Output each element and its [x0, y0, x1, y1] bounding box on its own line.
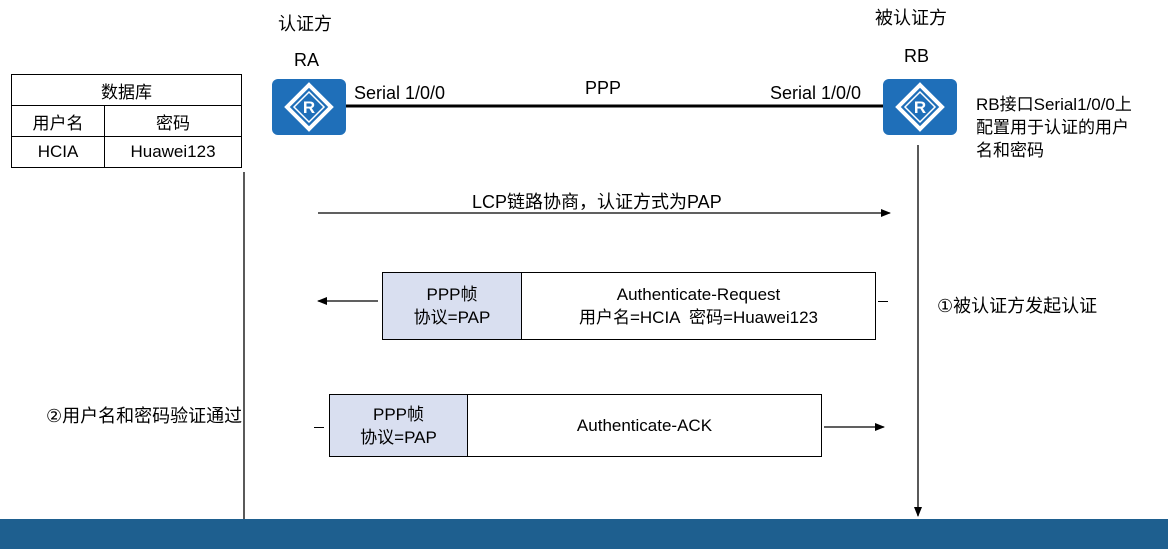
ack-frame-tick	[314, 427, 324, 428]
ra-name-label: RA	[294, 50, 320, 70]
frame-header-line: 协议=PAP	[360, 427, 437, 447]
ra-interface-label: Serial 1/0/0	[354, 83, 446, 103]
column-header-username: 用户名	[11, 105, 105, 137]
rb-note-line: 名和密码	[976, 141, 1044, 160]
rb-config-note: RB接口Serial1/0/0上 配置用于认证的用户 名和密码	[976, 93, 1132, 162]
frame-header-line: 协议=PAP	[413, 308, 491, 327]
authenticate-ack-frame: PPP帧 协议=PAP Authenticate-ACK	[329, 394, 822, 457]
rb-role-label: 被认证方	[875, 8, 947, 28]
step2-label: ②用户名和密码验证通过	[46, 406, 243, 426]
frame-body: Authenticate-Request 用户名=HCIA 密码=Huawei1…	[522, 273, 875, 339]
rb-name-label: RB	[904, 46, 930, 66]
rb-note-line: RB接口Serial1/0/0上	[976, 95, 1132, 114]
ppp-link-label: PPP	[585, 78, 622, 98]
rb-interface-label: Serial 1/0/0	[770, 83, 862, 103]
frame-header: PPP帧 协议=PAP	[330, 395, 468, 456]
cell-password: Huawei123	[104, 136, 242, 168]
rb-note-line: 配置用于认证的用户	[976, 118, 1129, 137]
database-title: 数据库	[11, 74, 242, 106]
lcp-negotiation-label: LCP链路协商，认证方式为PAP	[472, 192, 722, 212]
frame-body: Authenticate-ACK	[468, 395, 821, 456]
frame-header: PPP帧 协议=PAP	[383, 273, 522, 339]
cell-username: HCIA	[11, 136, 105, 168]
table-row: HCIA Huawei123	[11, 136, 242, 168]
frame-body-line: 用户名=HCIA 密码=Huawei123	[578, 308, 819, 327]
ra-router-icon: R	[272, 79, 346, 135]
frame-header-line: PPP帧	[426, 285, 478, 304]
svg-text:R: R	[914, 98, 926, 117]
step1-label: ①被认证方发起认证	[937, 296, 1098, 316]
footer-bar	[0, 519, 1168, 549]
rb-router-icon: R	[883, 79, 957, 135]
frame-body-line: Authenticate-ACK	[576, 416, 713, 435]
ra-role-label: 认证方	[278, 14, 332, 34]
authenticate-request-frame: PPP帧 协议=PAP Authenticate-Request 用户名=HCI…	[382, 272, 876, 340]
frame-body-line: Authenticate-Request	[616, 285, 781, 304]
user-database-table: 数据库 用户名 密码 HCIA Huawei123	[11, 74, 242, 168]
frame-header-line: PPP帧	[372, 404, 425, 424]
column-header-password: 密码	[104, 105, 242, 137]
request-frame-tick	[878, 301, 888, 302]
svg-text:R: R	[303, 98, 315, 117]
